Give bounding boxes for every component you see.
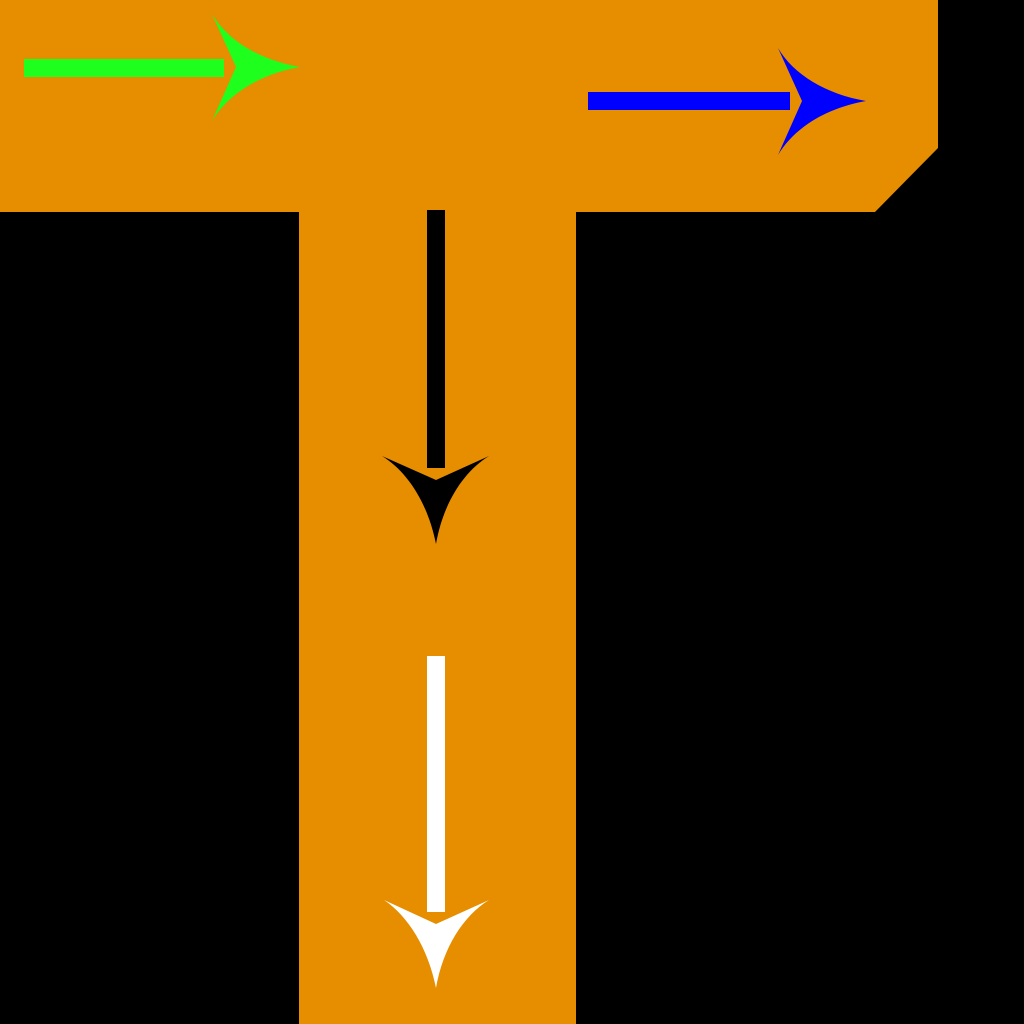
blue-right-arrow-icon xyxy=(588,48,866,155)
black-down-arrow-icon xyxy=(382,210,489,544)
white-down-arrow-icon xyxy=(384,656,489,988)
green-right-arrow-icon xyxy=(24,14,300,121)
t-junction-path xyxy=(0,0,938,1024)
